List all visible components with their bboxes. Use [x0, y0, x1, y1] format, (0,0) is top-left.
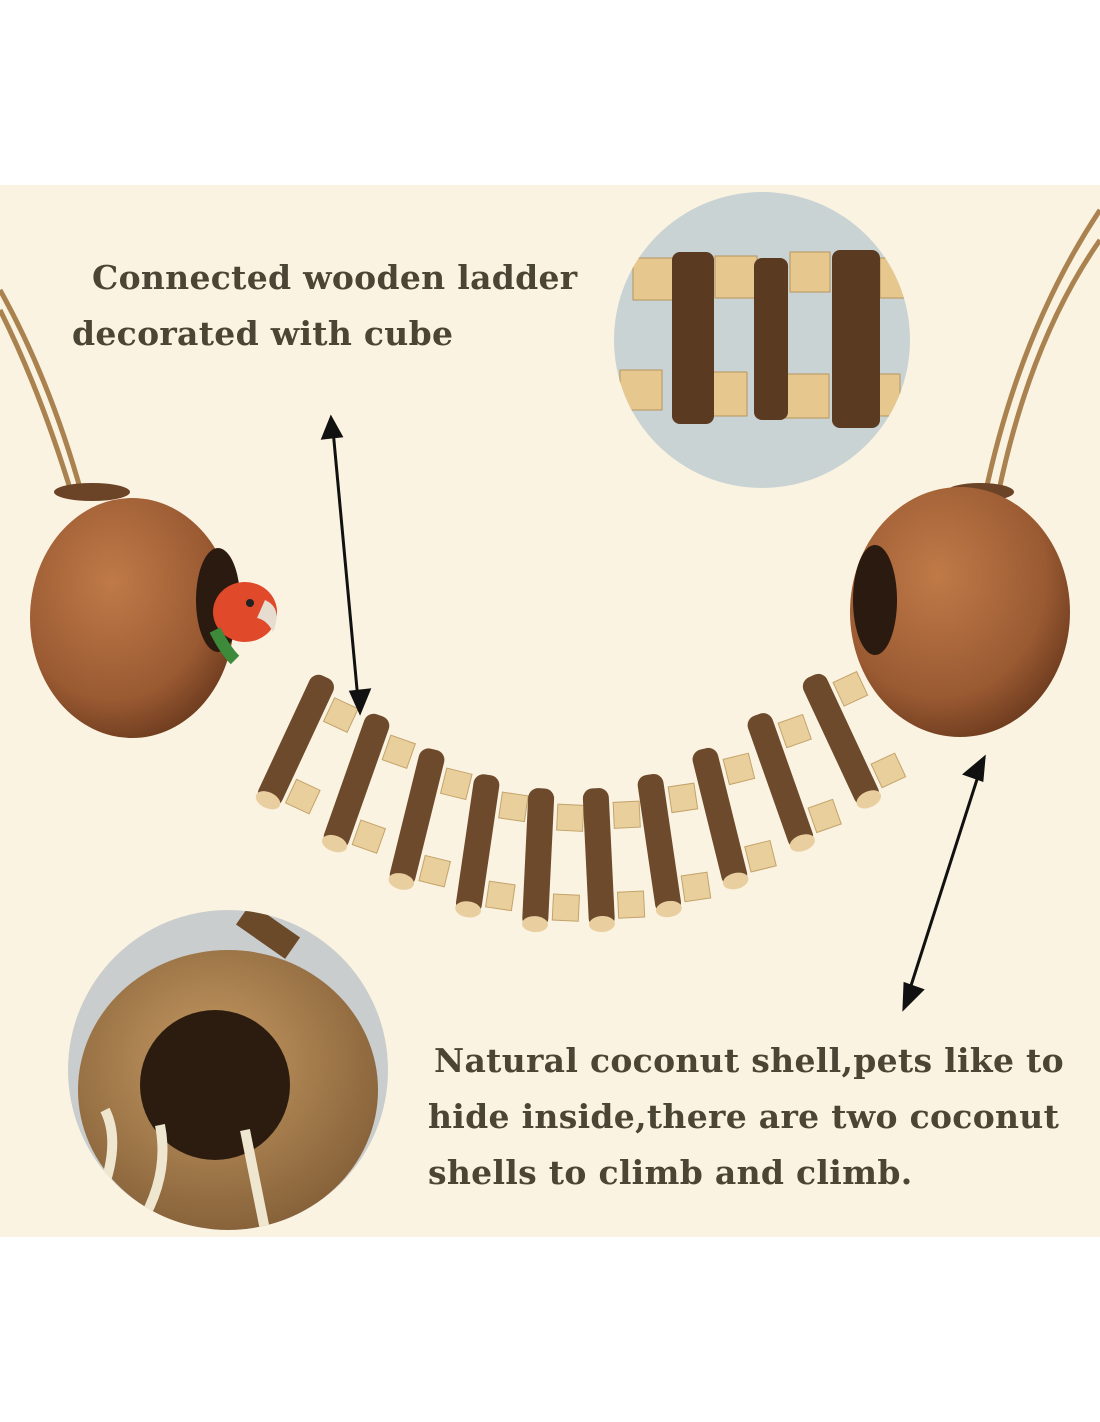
stick-end — [655, 900, 682, 918]
wooden-stick — [692, 747, 748, 886]
ladder-rung — [802, 670, 907, 809]
wooden-cube — [680, 871, 712, 903]
coconut-caption-line-2: hide inside,there are two coconut — [428, 1097, 1060, 1136]
ladder-caption-line-2: decorated with cube — [72, 314, 454, 353]
stick-end — [321, 834, 348, 853]
wooden-cube — [381, 734, 416, 769]
wooden-cube — [667, 782, 699, 814]
wooden-cube — [870, 752, 907, 789]
stick-end — [856, 790, 882, 809]
wooden-cube — [284, 778, 321, 815]
wooden-cube — [807, 798, 842, 834]
ladder-rung — [582, 788, 646, 933]
ladder-detail-closeup — [614, 192, 910, 488]
hanging-rope-right — [982, 208, 1100, 496]
wooden-stick — [637, 773, 681, 914]
parrot — [209, 582, 277, 665]
double-arrow-ladder — [320, 414, 372, 716]
ladder-rung — [321, 713, 416, 854]
ladder-rung — [747, 713, 842, 852]
wooden-stick — [522, 788, 555, 929]
ladder-rung — [255, 674, 359, 815]
ladder-rung — [522, 788, 585, 933]
wooden-cube — [418, 854, 452, 888]
wooden-cube — [832, 670, 869, 707]
wooden-cube — [439, 767, 473, 801]
ladder-caption-line-1: Connected wooden ladder — [92, 258, 578, 297]
stick-end — [255, 791, 281, 810]
wooden-stick — [455, 774, 500, 914]
wooden-cube — [722, 752, 756, 786]
stick-end — [789, 834, 815, 852]
wooden-cube — [498, 791, 529, 823]
wooden-cube — [322, 697, 359, 733]
ladder-rung — [692, 747, 777, 890]
coconut-house-left — [30, 483, 277, 738]
wooden-stick — [582, 788, 615, 929]
ladder-rung — [455, 774, 529, 918]
wooden-stick — [323, 713, 390, 849]
double-arrow-coconut — [902, 754, 986, 1012]
wooden-cube — [485, 880, 516, 912]
wooden-cube — [777, 713, 812, 749]
ladder-rung — [637, 773, 712, 918]
wooden-cube — [551, 893, 580, 922]
stick-end — [722, 872, 749, 890]
wooden-stick — [802, 673, 879, 806]
wooden-cube — [744, 839, 777, 873]
stick-end — [522, 916, 549, 933]
coconut-caption-line-3: shells to climb and climb. — [428, 1153, 913, 1192]
ladder-rung — [388, 748, 473, 890]
coconut-caption: Natural coconut shell,pets like to hide … — [428, 1033, 1064, 1201]
ladder-caption: Connected wooden ladder decorated with c… — [72, 250, 577, 362]
wooden-stick — [257, 674, 334, 807]
wooden-cube — [616, 890, 646, 919]
wooden-cube — [351, 819, 387, 854]
coconut-detail-closeup — [68, 910, 388, 1230]
coconut-caption-line-1: Natural coconut shell,pets like to — [434, 1041, 1064, 1080]
wooden-stick — [389, 748, 445, 887]
stick-end — [455, 901, 482, 918]
wooden-stick — [747, 713, 814, 849]
stick-end — [388, 873, 415, 890]
stick-end — [588, 916, 615, 933]
wooden-cube — [556, 803, 585, 832]
coconut-house-right — [850, 483, 1070, 737]
wooden-cube — [612, 800, 641, 829]
wooden-ladder-bridge — [255, 670, 907, 933]
hanging-rope-left — [0, 288, 85, 496]
